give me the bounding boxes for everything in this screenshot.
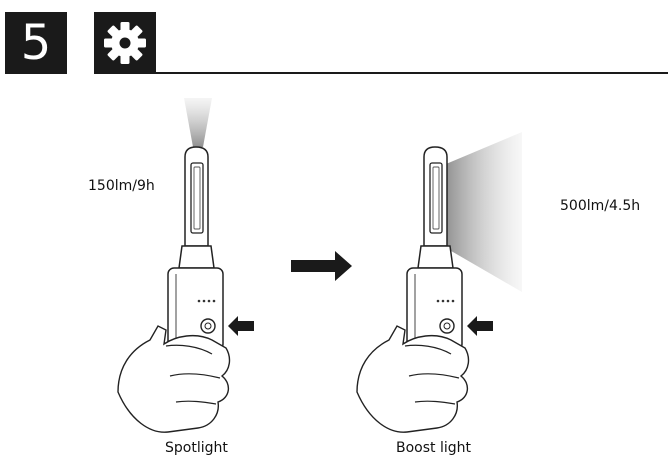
boost-beam [446,132,522,292]
press-arrow [228,316,254,336]
spotlight-spec: 150lm/9h [88,178,155,194]
spotlight-beam [184,98,212,147]
hand [356,325,470,433]
gear-icon [104,22,146,64]
boost-spec: 500lm/4.5h [560,198,641,214]
settings-badge [94,12,156,74]
hand [117,325,231,433]
step-number-badge: 5 [5,12,67,74]
step-number: 5 [20,15,52,71]
boost-label: Boost light [396,440,471,456]
spotlight-label: Spotlight [165,440,228,456]
power-button [439,318,455,334]
press-arrow [467,316,493,336]
transition-arrow [291,251,352,281]
power-button [200,318,216,334]
header-rule [156,72,668,74]
spotlight-device [117,98,254,433]
boost-device [356,132,522,433]
